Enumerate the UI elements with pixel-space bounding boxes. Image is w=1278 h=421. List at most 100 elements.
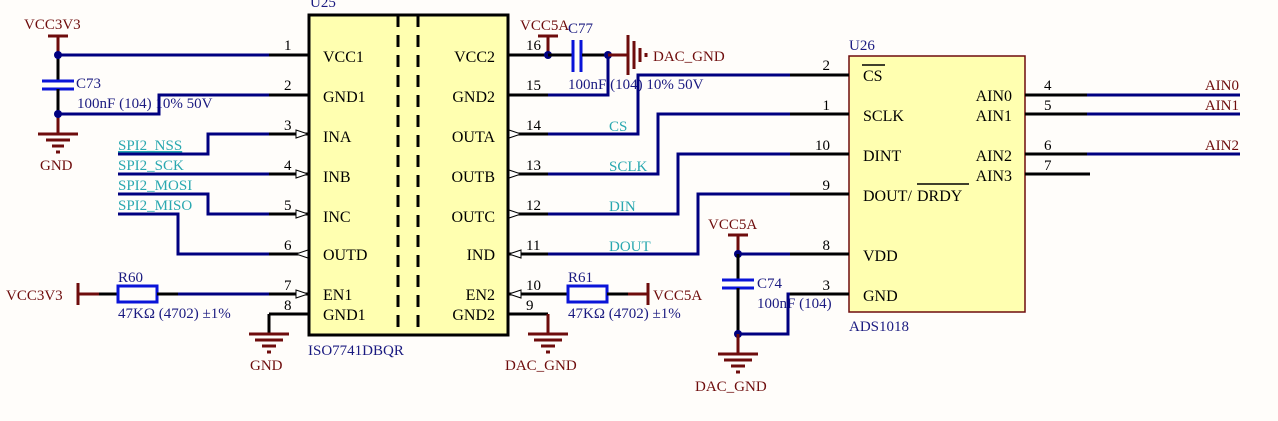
u26-pin-num: 2 <box>823 58 831 74</box>
u25-pin-name: GND1 <box>323 307 366 324</box>
dac-gnd-symbol <box>718 352 758 374</box>
u26-ref: U26 <box>849 38 875 54</box>
u25-pin-num: 13 <box>526 158 541 174</box>
u26-pin-num: 9 <box>823 178 831 194</box>
vcc5a-label: VCC5A <box>520 18 569 34</box>
u25-left-pins <box>269 53 310 316</box>
u25-pin-name: IND <box>467 247 495 264</box>
u25-pin-name: VCC1 <box>323 49 364 66</box>
net-label-sclk: SCLK <box>609 159 648 175</box>
u26-pin-num: 5 <box>1044 98 1052 114</box>
u26-pin-name: AIN1 <box>976 108 1012 125</box>
u25-pin-name: OUTA <box>452 129 496 146</box>
r60-ref: R60 <box>118 270 143 286</box>
u25-pin-num: 2 <box>284 78 292 94</box>
gnd-label: GND <box>250 358 283 374</box>
dac-gnd-label: DAC_GND <box>653 49 725 65</box>
c73-ref: C73 <box>76 76 101 92</box>
u26-pin-num: 7 <box>1044 158 1052 174</box>
gnd-symbol <box>38 132 78 154</box>
u25-pin-num: 4 <box>284 158 292 174</box>
u26-pin-name: SCLK <box>863 108 904 125</box>
u25-part: ISO7741DBQR <box>308 343 404 359</box>
u26-pin-name: DINT <box>863 148 901 165</box>
net-label-spi2-miso: SPI2_MISO <box>118 198 192 214</box>
net-label-ain2: AIN2 <box>1205 138 1239 154</box>
c77-value: 100nF (104) 10% 50V <box>568 77 704 93</box>
u25-pin-name: OUTC <box>451 209 495 226</box>
net-label-cs: CS <box>609 119 627 135</box>
u26-pin-name: AIN2 <box>976 148 1012 165</box>
c74-ref: C74 <box>757 276 783 292</box>
u26-pin-num: 1 <box>823 98 831 114</box>
u25-pin-name: GND2 <box>452 89 495 106</box>
dac-gnd-symbol <box>626 35 648 75</box>
net-label-dout: DOUT <box>609 239 651 255</box>
u25-pin-num: 12 <box>526 198 541 214</box>
u25-pin-name: OUTD <box>323 247 367 264</box>
u26-part: ADS1018 <box>849 319 909 335</box>
c73-value: 100nF (104) 10% 50V <box>77 96 213 112</box>
c74-value: 100nF (104) <box>757 296 832 312</box>
u26-pin-num: 4 <box>1044 78 1052 94</box>
u25-pin-name: VCC2 <box>454 49 495 66</box>
dac-gnd-symbol <box>528 332 568 354</box>
u26-pin-num: 8 <box>823 238 831 254</box>
r61-body[interactable] <box>566 284 609 304</box>
u25-pin-num: 5 <box>284 198 292 214</box>
r60-body[interactable] <box>116 284 159 304</box>
u25-pin-num: 7 <box>284 278 292 294</box>
u25-pin-num: 16 <box>526 38 542 54</box>
u26-pin-name: AIN0 <box>976 88 1012 105</box>
u26-pin-name: GND <box>863 288 898 305</box>
dac-gnd-label: DAC_GND <box>695 379 767 395</box>
u25-right-pins <box>507 53 548 316</box>
net-label-spi2-nss: SPI2_NSS <box>118 138 182 154</box>
u26-pin-name: VDD <box>863 248 898 265</box>
junction <box>54 110 62 118</box>
r61-ref: R61 <box>568 270 593 286</box>
u25-pin-name: INA <box>323 129 352 146</box>
u25-pin-num: 9 <box>526 298 534 314</box>
u26-pin-name-cs: CS <box>863 68 883 85</box>
net-label-din: DIN <box>609 199 636 215</box>
u26-right-pins <box>1025 93 1090 176</box>
r61-value: 47KΩ (4702) ±1% <box>568 306 681 322</box>
u26-pin-num: 3 <box>823 278 831 294</box>
u25-ref: U25 <box>310 0 336 11</box>
u25-pin-num: 3 <box>284 118 292 134</box>
u25-pin-num: 14 <box>526 118 542 134</box>
u25-pin-name: GND1 <box>323 89 366 106</box>
u26-pin-name: AIN3 <box>976 168 1012 185</box>
u26-pin-name: DOUT/ <box>863 188 912 205</box>
gnd-symbol <box>249 332 289 354</box>
u25-pin-num: 15 <box>526 78 541 94</box>
r60-value: 47KΩ (4702) ±1% <box>118 306 231 322</box>
u25-pin-num: 10 <box>526 278 541 294</box>
vcc5a-label: VCC5A <box>653 288 702 304</box>
u25-pin-num: 11 <box>526 238 540 254</box>
gnd-label: GND <box>40 158 73 174</box>
vcc5a-label: VCC5A <box>708 217 757 233</box>
dac-gnd-label: DAC_GND <box>505 358 577 374</box>
u25-pin-name: GND2 <box>452 307 495 324</box>
u25-pin-name: INC <box>323 209 351 226</box>
u26-pin-num: 6 <box>1044 138 1052 154</box>
net-label-ain0: AIN0 <box>1205 78 1239 94</box>
u25-pin-num: 8 <box>284 298 292 314</box>
net-label-ain1: AIN1 <box>1205 98 1239 114</box>
u26-left-pins <box>790 73 849 296</box>
u25-pin-name: EN1 <box>323 287 352 304</box>
u25-pin-num: 1 <box>284 38 292 54</box>
u25-pin-name: EN2 <box>466 287 495 304</box>
c77-ref: C77 <box>568 21 594 37</box>
u26-pin-name-drdy: DRDY <box>917 188 963 205</box>
net-label-spi2-sck: SPI2_SCK <box>118 158 184 174</box>
u25-pin-num: 6 <box>284 238 292 254</box>
junction <box>54 51 62 59</box>
vcc3v3-label: VCC3V3 <box>24 17 81 33</box>
u25-pin-name: INB <box>323 169 351 186</box>
u25-body[interactable] <box>307 13 510 337</box>
u25-pin-name: OUTB <box>451 169 495 186</box>
